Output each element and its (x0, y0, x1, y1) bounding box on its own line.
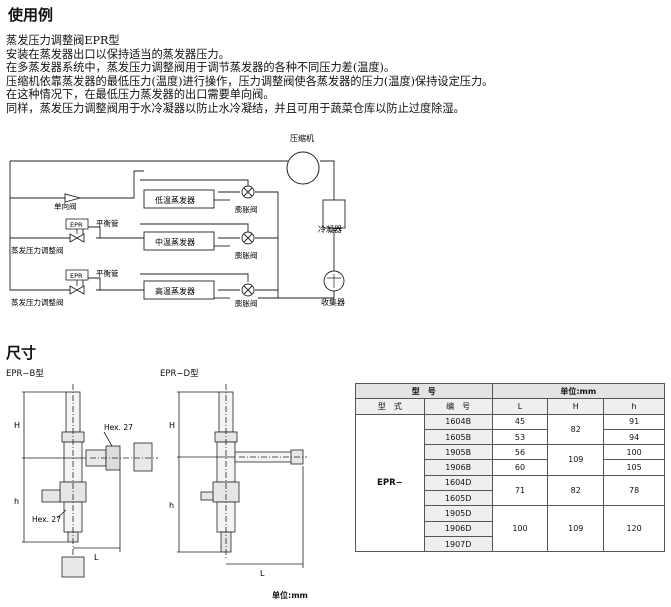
table-row: 1905B 56 109 100 (356, 444, 665, 476)
epr-d-h-dim: h (169, 501, 174, 510)
table-h-cell: 94 (603, 428, 665, 446)
table-row: 1906B 60 105 (356, 459, 665, 476)
table-h-cell: 100 (603, 444, 665, 461)
table-L-cell: 53 (491, 428, 549, 446)
epr-tag: EPR (70, 221, 83, 229)
table-form-cell: EPR− (355, 413, 425, 553)
table-L-cell: 100 (491, 505, 549, 553)
epr-b-L-dim: L (94, 553, 99, 562)
usage-heading: 使用例 (8, 6, 54, 24)
table-header-h: h (603, 398, 665, 415)
spec-table: 型 号 单位:mm 型 式 编 号 L H h EPR− 1604B 45 82… (355, 382, 666, 553)
epr-d-H-dim: H (169, 421, 175, 430)
balance-pipe-label: 平衡管 (96, 268, 119, 278)
check-valve-label: 单向阀 (54, 201, 77, 211)
table-code-cell: 1905D (423, 505, 493, 522)
usage-line: 同样，蒸发压力调整阀用于水冷凝器以防止水冷凝结，并且可用于蔬菜仓库以防止过度除湿… (6, 101, 465, 115)
low-evaporator-label: 低温蒸发器 (155, 195, 195, 205)
epr-b-title: EPR−B型 (6, 369, 44, 379)
usage-description: 蒸发压力调整阀EPR型 安装在蒸发器出口以保持适当的蒸发器压力。 在多蒸发器系统… (6, 34, 493, 116)
condenser-symbol (322, 199, 346, 229)
epr-valve-label: 蒸发压力调整阀 (11, 245, 64, 255)
high-evaporator-box (143, 280, 215, 300)
table-H-cell: 109 (547, 444, 605, 476)
usage-line: 安装在蒸发器出口以保持适当的蒸发器压力。 (6, 47, 230, 61)
table-code-cell: 1906D (423, 520, 493, 537)
usage-line: 压缩机依靠蒸发器的最低压力(温度)进行操作，压力调整阀使各蒸发器的压力(温度)保… (6, 74, 494, 88)
epr-b-drawing: H h L Hex. 27 Hex. 27 (14, 384, 158, 578)
table-h-cell: 78 (603, 474, 665, 507)
table-L-cell: 56 (491, 444, 549, 461)
table-code-cell: 1604D (423, 474, 493, 492)
table-L-cell: 60 (491, 459, 549, 476)
table-row: 1907D (356, 535, 665, 553)
compressor-label: 压缩机 (290, 133, 314, 143)
table-header-H: H (547, 398, 605, 415)
expansion-valve-label: 膨胀阀 (235, 204, 258, 214)
mid-evaporator-box (143, 231, 215, 251)
epr-valve-symbol (69, 233, 85, 243)
table-h-cell: 105 (603, 459, 665, 476)
table-row: 1604D 71 82 78 (356, 474, 665, 507)
table-H-cell: 82 (547, 413, 605, 446)
epr-valve-label: 蒸发压力调整阀 (11, 297, 64, 307)
table-row: 1905D 100 109 120 (356, 505, 665, 553)
epr-d-L-dim: L (260, 569, 265, 578)
epr-b-h-dim: h (14, 497, 19, 506)
epr-tag: EPR (70, 272, 83, 280)
high-evaporator-label: 高温蒸发器 (155, 286, 195, 296)
table-row: 1906D (356, 520, 665, 537)
expansion-valve-label: 膨胀阀 (235, 250, 258, 260)
usage-line: 蒸发压力调整阀EPR型 (6, 34, 120, 47)
table-code-cell: 1605D (423, 490, 493, 507)
table-h-cell: 91 (603, 413, 665, 430)
epr-d-drawing: H h L (169, 384, 307, 578)
usage-line: 在多蒸发器系统中，蒸发压力调整阀用于调节蒸发器的各种不同压力差(温度)。 (6, 61, 396, 75)
expansion-valve-label: 膨胀阀 (235, 298, 258, 308)
unit-note: 单位:mm (272, 591, 308, 600)
epr-b-hex-label: Hex. 27 (32, 515, 61, 524)
table-header-number: 编 号 (423, 398, 493, 415)
compressor-symbol (286, 151, 320, 185)
table-header-unit: 单位:mm (491, 382, 666, 400)
condenser-label: 冷凝器 (318, 224, 342, 234)
table-header-model: 型 号 (355, 382, 493, 400)
table-code-cell: 1906B (423, 459, 493, 476)
table-row: EPR− 1604B 45 82 91 (355, 413, 665, 553)
table-header-form: 型 式 (355, 398, 425, 415)
low-evaporator-box (143, 189, 215, 209)
epr-valve-symbol (69, 285, 85, 295)
receiver-label: 收集器 (321, 297, 345, 307)
table-H-cell: 109 (547, 505, 605, 553)
table-H-cell: 82 (547, 474, 605, 507)
mid-evaporator-label: 中温蒸发器 (155, 237, 195, 247)
balance-pipe-label: 平衡管 (96, 218, 119, 228)
table-code-cell: 1604B (423, 413, 493, 430)
table-h-cell: 120 (603, 505, 665, 553)
dimensions-heading: 尺寸 (6, 344, 37, 362)
epr-b-H-dim: H (14, 421, 20, 430)
system-diagram: 压缩机 冷凝器 收集器 单向阀 EPR 平衡管 蒸发压力调整阀 EPR 平衡管 … (9, 133, 346, 308)
table-L-cell: 71 (491, 474, 549, 507)
epr-b-hex-label: Hex. 27 (104, 423, 133, 432)
table-code-cell: 1605B (423, 428, 493, 446)
table-code-cell: 1905B (423, 444, 493, 461)
table-L-cell: 45 (491, 413, 549, 430)
check-valve-symbol (64, 193, 82, 203)
table-header-L: L (491, 398, 549, 415)
table-code-cell: 1907D (423, 535, 493, 553)
epr-d-title: EPR−D型 (160, 369, 199, 379)
usage-line: 在这种情况下，在最低压力蒸发器的出口需要单向阀。 (6, 88, 275, 102)
